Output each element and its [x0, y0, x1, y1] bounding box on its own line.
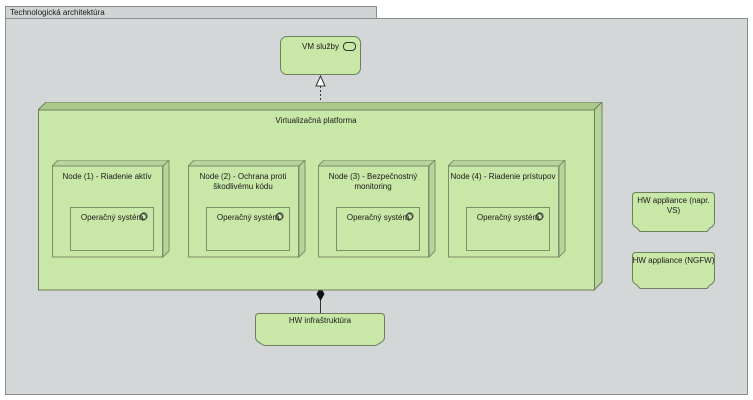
group-title: Technologická architektúra: [10, 8, 105, 17]
system-icon: [275, 212, 284, 221]
vm-service-label: VM služby: [302, 42, 339, 51]
node-2[interactable]: Node (2) - Ochrana proti škodlivému kódu…: [188, 160, 306, 258]
hw-appliance-1-label: HW appliance (napr. VS): [637, 196, 710, 215]
vm-service[interactable]: VM služby: [280, 36, 361, 75]
node-3-system[interactable]: Operačný systém: [336, 207, 420, 251]
node-4-system-label: Operačný systém: [476, 213, 540, 222]
hw-appliance-1-shape[interactable]: [632, 192, 715, 232]
node-2-system[interactable]: Operačný systém: [206, 207, 290, 251]
hw-infrastructure-shape[interactable]: [255, 313, 385, 346]
node-4-title: Node (4) - Riadenie prístupov: [450, 172, 556, 181]
node-4-system[interactable]: Operačný systém: [466, 207, 550, 251]
system-icon: [139, 212, 148, 221]
platform-label: Virtualizačná platforma: [275, 116, 357, 125]
node-2-title: Node (2) - Ochrana proti škodlivému kódu: [199, 172, 287, 191]
node-1-title: Node (1) - Riadenie aktív: [62, 172, 152, 181]
system-icon: [535, 212, 544, 221]
node-1-system-label: Operačný systém: [80, 213, 144, 222]
realization-arrowhead: [315, 74, 326, 87]
service-icon: [343, 42, 356, 51]
group-tab[interactable]: Technologická architektúra: [5, 6, 377, 19]
node-3[interactable]: Node (3) - Bezpečnostný monitoring Opera…: [318, 160, 436, 258]
system-icon: [405, 212, 414, 221]
node-1-system[interactable]: Operačný systém: [70, 207, 154, 251]
node-4[interactable]: Node (4) - Riadenie prístupov Operačný s…: [448, 160, 566, 258]
node-2-system-label: Operačný systém: [216, 213, 280, 222]
hw-appliance-2-label: HW appliance (NGFW): [632, 256, 715, 265]
node-3-system-label: Operačný systém: [346, 213, 410, 222]
hw-appliance-2-shape[interactable]: [632, 252, 715, 289]
node-3-title: Node (3) - Bezpečnostný monitoring: [328, 172, 418, 191]
hw-infrastructure-label: HW infraštruktúra: [288, 316, 352, 325]
node-1[interactable]: Node (1) - Riadenie aktív Operačný systé…: [52, 160, 170, 258]
